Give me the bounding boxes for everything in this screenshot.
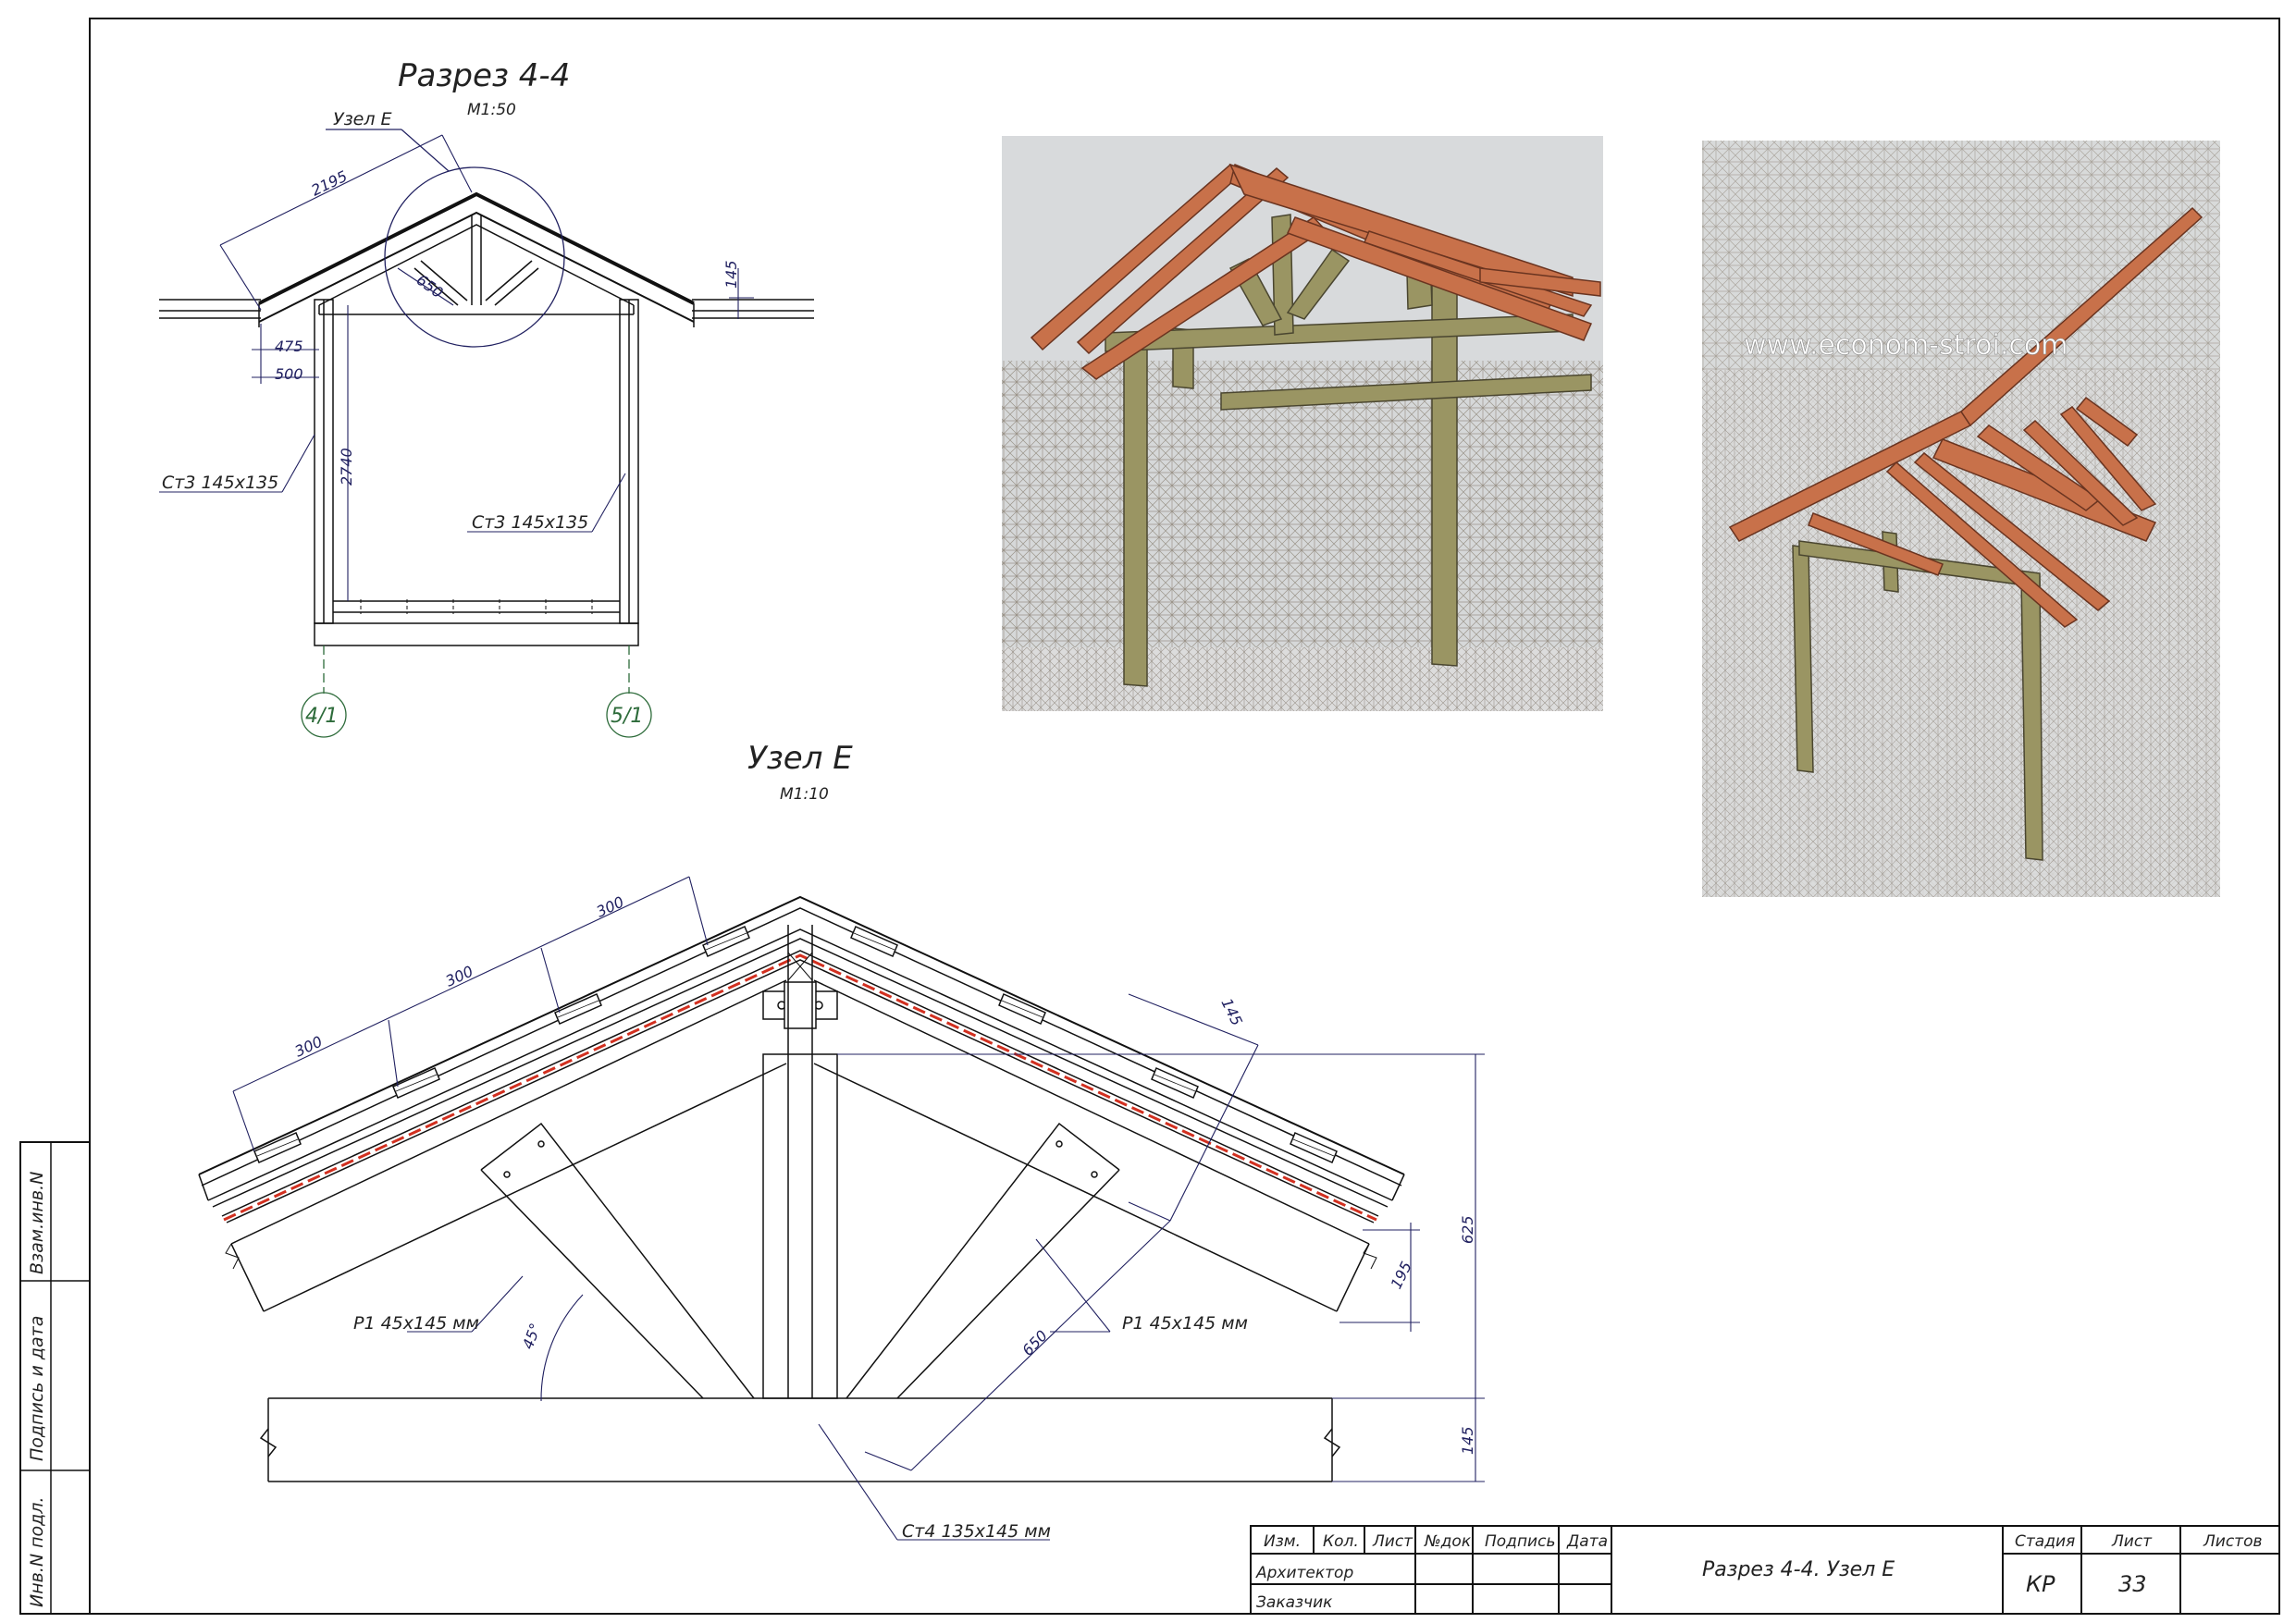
node-ref-label: Узел Е [333,109,392,129]
axis-5-1: 5/1 [611,705,643,728]
section-scale: М1:50 [467,101,516,119]
dim-eave: 145 [722,260,740,289]
rafter-right-label: Р1 45х145 мм [1122,1313,1248,1334]
dim-650: 650 [1018,1327,1051,1359]
spacing-3: 300 [594,892,627,920]
tb-col-sign: Подпись [1485,1532,1555,1551]
tb-col-ndok: №док [1424,1532,1472,1551]
spacing-2: 300 [443,962,476,990]
dim-overhang-475: 475 [275,338,303,355]
tb-sheet-header: Лист [2111,1532,2153,1551]
tb-drawing-name: Разрез 4-4. Узел Е [1702,1558,1895,1581]
side-stamp-c2: Подпись и дата [27,1316,47,1461]
dim-height: 2740 [338,448,355,486]
membrane-line [223,953,1377,1222]
render-3d-front [1002,136,1603,711]
dim-145-top: 145 [1217,995,1245,1028]
tb-row-customer: Заказчик [1256,1593,1333,1612]
dim-angle: 45° [519,1321,545,1351]
dim-625: 625 [1459,1215,1476,1244]
rafter-left-label: Р1 45х145 мм [353,1313,479,1334]
tb-sheets-header: Листов [2203,1532,2263,1551]
tb-col-list: Лист [1372,1532,1413,1551]
render-3d-side: www.econom-stroi.com [1702,141,2220,897]
dim-overhang-500: 500 [275,365,303,383]
tb-sheet-value: 33 [2118,1571,2147,1597]
dim-rafter-len: 2195 [308,167,350,200]
tb-stage-value: КР [2026,1571,2055,1597]
node-e-callout [384,166,565,348]
section-4-4: Разрез 4-4 М1:50 [159,57,814,738]
tb-row-architect: Архитектор [1255,1564,1353,1582]
tb-col-date: Дата [1566,1532,1608,1551]
tb-col-kol: Кол. [1323,1532,1359,1551]
side-stamp: Взам.инв.N Подпись и дата Инв.N подл. [19,1141,91,1615]
node-title: Узел Е [747,740,853,777]
node-scale: М1:10 [780,785,829,804]
node-e: Узел Е М1:10 [198,740,1485,1542]
title-block: Изм. Кол. Лист №док Подпись Дата Архитек… [1250,1525,2280,1615]
post-left-label: Ст3 145х135 [162,473,278,493]
post-right-label: Ст3 145х135 [472,512,588,533]
tb-col-izm: Изм. [1264,1532,1301,1551]
axis-4-1: 4/1 [305,705,338,728]
watermark: www.econom-stroi.com [1744,329,2068,362]
tb-stage-header: Стадия [2015,1532,2075,1551]
post-label: Ст4 135х145 мм [902,1521,1051,1542]
side-stamp-c1: Взам.инв.N [27,1172,47,1274]
side-stamp-c3: Инв.N подл. [27,1497,47,1608]
sheet-frame [89,18,2280,1615]
section-title: Разрез 4-4 [398,57,570,94]
dim-145-side: 145 [1459,1426,1476,1455]
